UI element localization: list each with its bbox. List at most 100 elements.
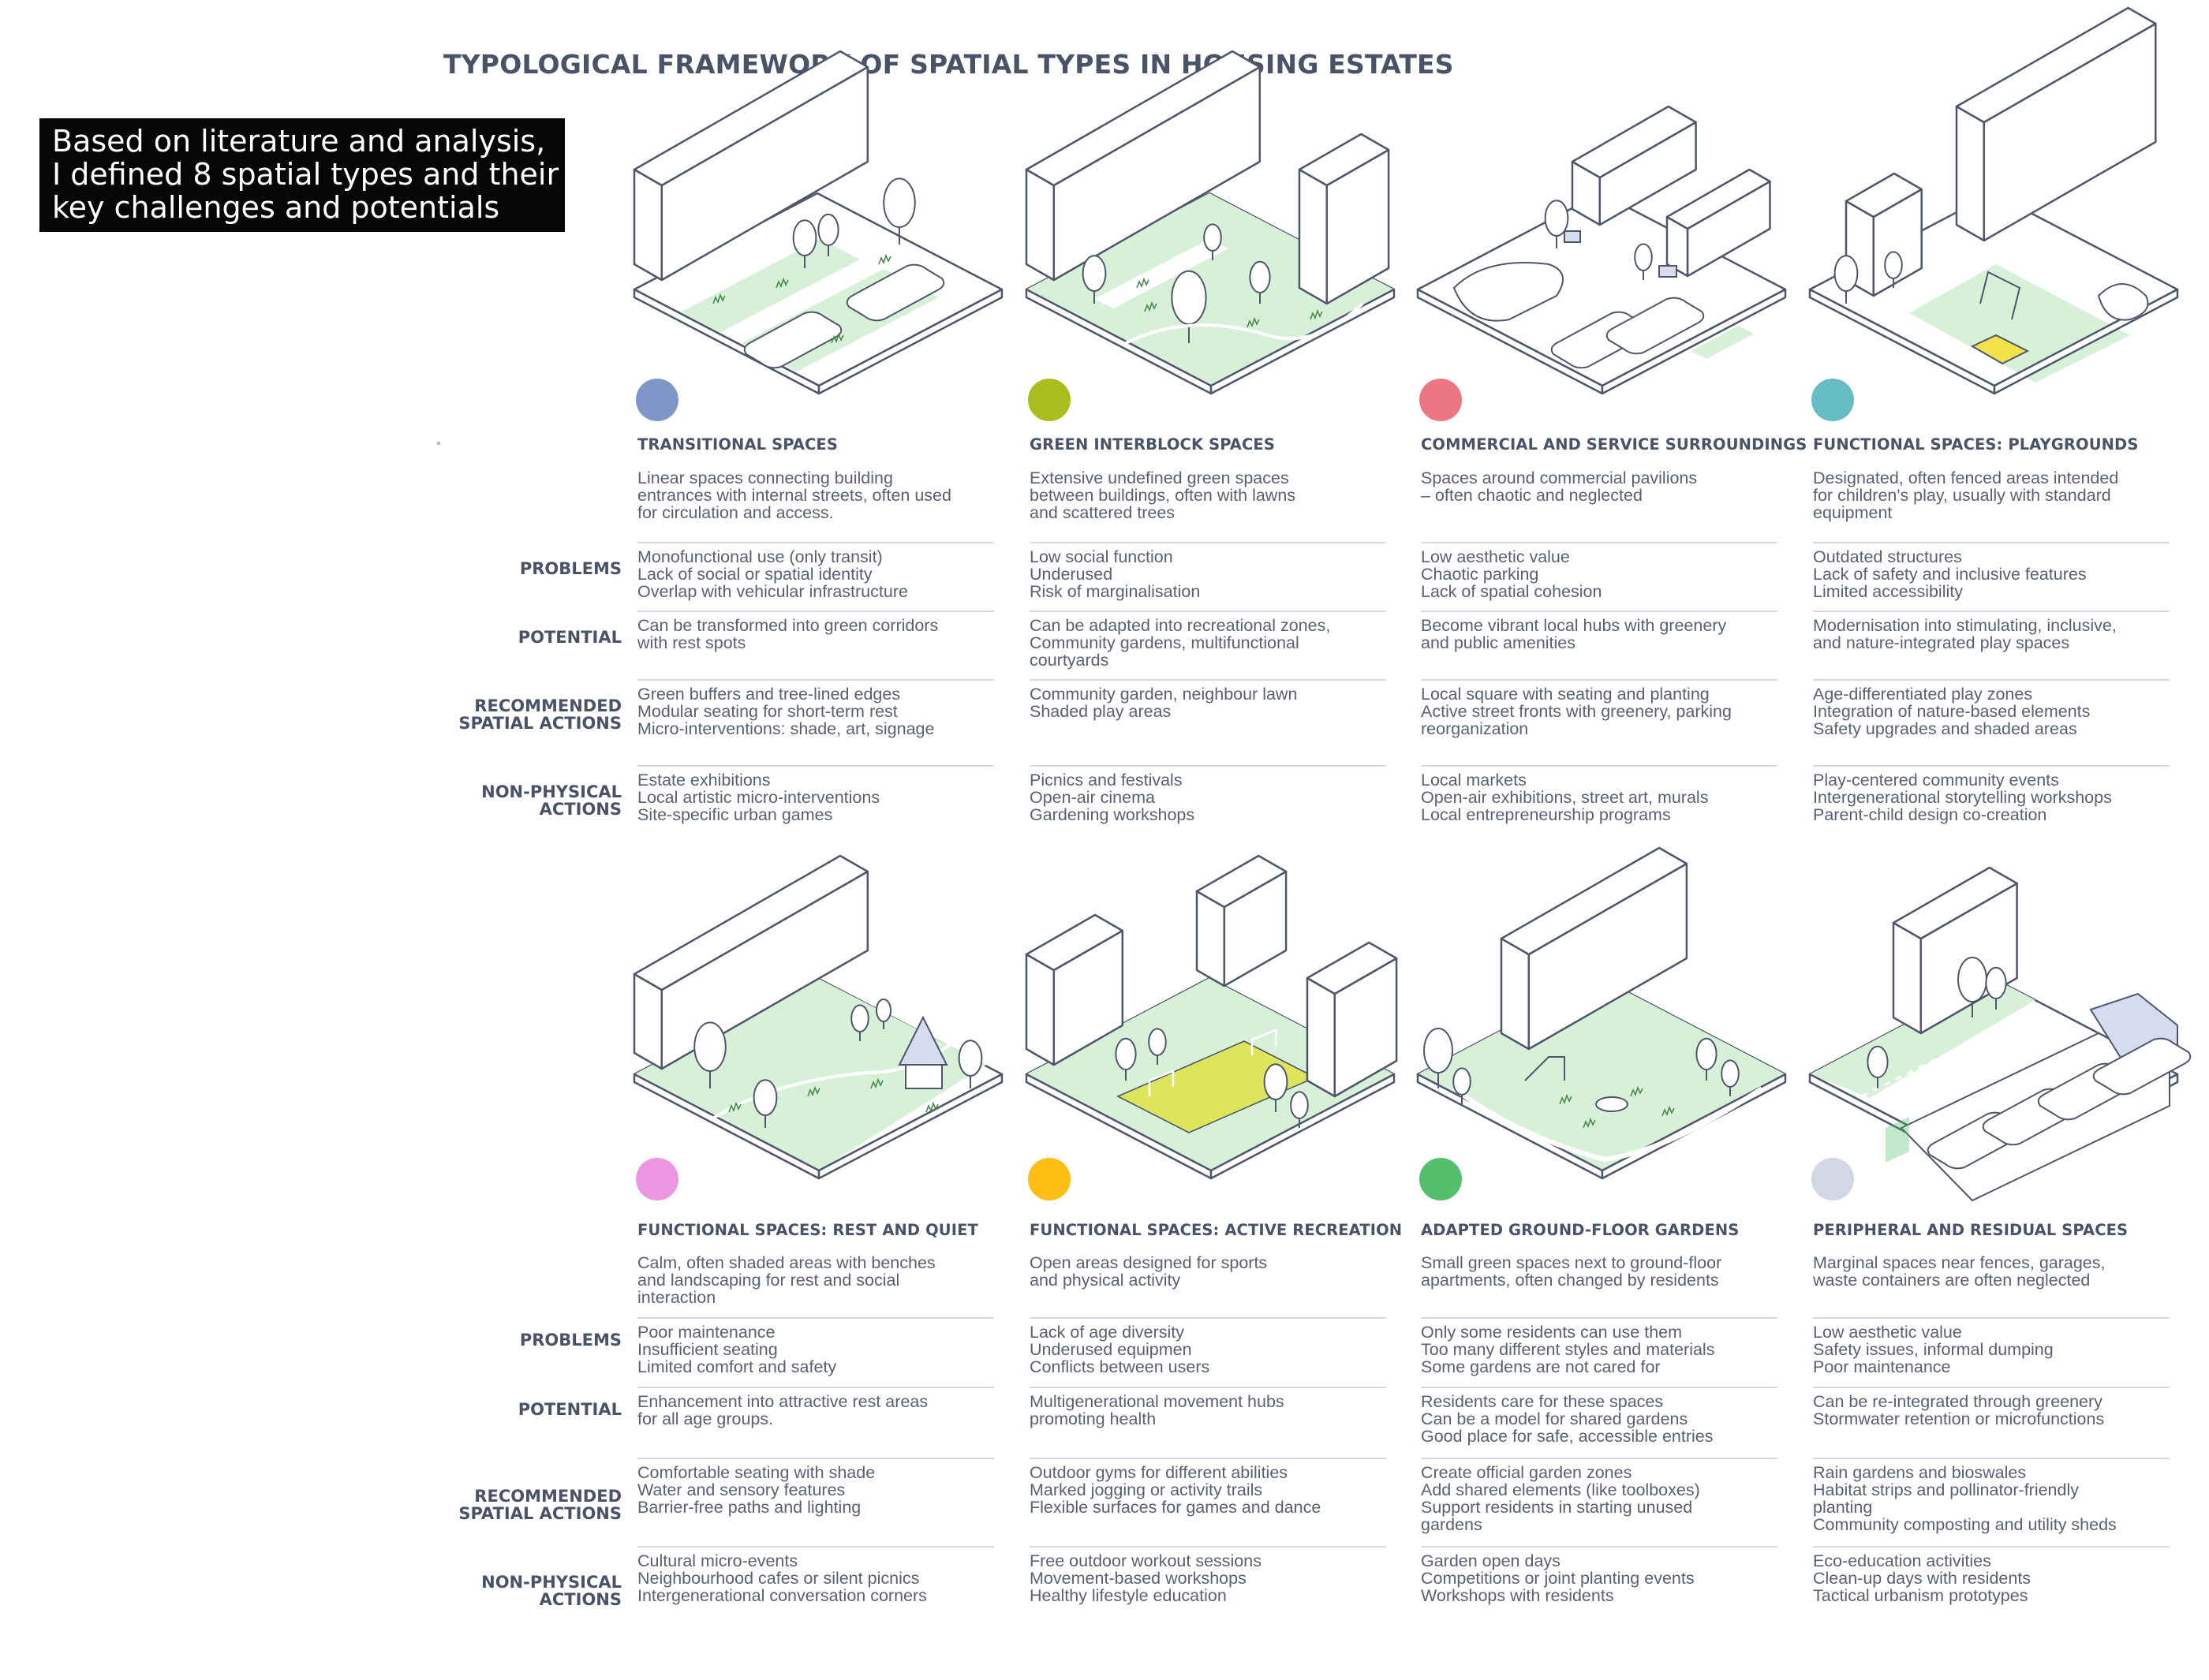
nonphysical-actions-line: Competitions or joint planting events [1421, 1569, 1695, 1588]
description-line: apartments, often changed by residents [1421, 1271, 1719, 1290]
recommended-actions-line: Create official garden zones [1421, 1463, 1632, 1482]
page-title: TYPOLOGICAL FRAMEWORK OF SPATIAL TYPES I… [443, 49, 1454, 80]
intro-line: Based on literature and analysis, [52, 124, 546, 159]
recommended-actions-line: Marked jogging or activity trails [1030, 1480, 1263, 1499]
intro-line: I defined 8 spatial types and their [52, 157, 559, 192]
problems-line: Insufficient seating [637, 1340, 778, 1359]
description-line: – often chaotic and neglected [1421, 486, 1643, 505]
nonphysical-actions-line: Play-centered community events [1813, 771, 2059, 790]
problems-line: Poor maintenance [1813, 1357, 1951, 1376]
problems-line: Only some residents can use them [1421, 1323, 1683, 1342]
potential-line: courtyards [1030, 651, 1109, 670]
recommended-actions-line: Safety upgrades and shaded areas [1813, 719, 2077, 738]
card-title: ADAPTED GROUND-FLOOR GARDENS [1421, 1221, 1740, 1239]
nonphysical-actions-line: Local entrepreneurship programs [1421, 805, 1671, 824]
problems-line: Lack of safety and inclusive features [1813, 565, 2087, 584]
potential-line: Become vibrant local hubs with greenery [1421, 616, 1727, 635]
potential-line: Modernisation into stimulating, inclusiv… [1813, 616, 2117, 635]
description-line: and scattered trees [1030, 503, 1176, 522]
nonphysical-actions-line: Parent-child design co-creation [1813, 805, 2047, 824]
recommended-actions-line: Shaded play areas [1030, 702, 1172, 721]
problems-line: Outdated structures [1813, 547, 1962, 566]
label-problems: PROBLEMS [519, 1331, 622, 1350]
problems-line: Poor maintenance [637, 1323, 776, 1342]
description-line: and physical activity [1030, 1271, 1181, 1290]
color-dot-icon [1028, 379, 1071, 421]
rest-and-quiet-illustration [633, 854, 1004, 1180]
color-dot-icon [636, 1158, 678, 1200]
spatial-type-card: TRANSITIONAL SPACES Linear spaces connect… [631, 50, 1004, 895]
recommended-actions-line: Micro-interventions: shade, art, signage [637, 719, 935, 738]
description-line: Calm, often shaded areas with benches [637, 1253, 936, 1272]
potential-line: Can be a model for shared gardens [1421, 1409, 1688, 1428]
recommended-actions-line: Age-differentiated play zones [1813, 685, 2033, 704]
recommended-actions-line: Community composting and utility sheds [1813, 1515, 2117, 1534]
problems-line: Low aesthetic value [1421, 547, 1570, 566]
nonphysical-actions-line: Movement-based workshops [1030, 1569, 1247, 1588]
potential-line: and public amenities [1421, 633, 1576, 652]
description-line: Open areas designed for sports [1030, 1253, 1268, 1272]
color-dot-icon [1028, 1158, 1071, 1200]
nonphysical-actions-line: Healthy lifestyle education [1030, 1586, 1227, 1605]
recommended-actions-line: Rain gardens and bioswales [1813, 1463, 2027, 1482]
card-description: Marginal spaces near fences, garages,was… [1813, 1254, 2168, 1289]
nonphysical-actions-line: Free outdoor workout sessions [1030, 1551, 1261, 1570]
recommended-actions-line: reorganization [1421, 719, 1529, 738]
potential-line: promoting health [1030, 1409, 1157, 1428]
problems-line: Chaotic parking [1421, 565, 1539, 584]
recommended-actions-line: Flexible surfaces for games and dance [1030, 1498, 1321, 1517]
potential-line: with rest spots [637, 633, 746, 652]
intro-line: key challenges and potentials [52, 190, 500, 225]
potential-line: Can be adapted into recreational zones, [1030, 616, 1331, 635]
color-dot-icon [636, 379, 678, 421]
recommended-actions-line: Habitat strips and pollinator-friendly [1813, 1480, 2079, 1499]
nonphysical-actions-line: Workshops with residents [1421, 1586, 1614, 1605]
recommended-actions-line: Add shared elements (like toolboxes) [1421, 1480, 1700, 1499]
description-line: waste containers are often neglected [1813, 1271, 2091, 1290]
recommended-actions-line: planting [1813, 1498, 1873, 1517]
active-recreation-illustration [1025, 854, 1398, 1180]
commercial-surroundings-illustration [1416, 105, 1787, 395]
nonphysical-actions-line: Open-air cinema [1030, 788, 1155, 807]
card-title: FUNCTIONAL SPACES: ACTIVE RECREATION [1030, 1221, 1403, 1239]
recommended-actions-line: Support residents in starting unused [1421, 1498, 1693, 1517]
problems-line: Too many different styles and materials [1421, 1340, 1715, 1359]
nonphysical-actions-line: Site-specific urban games [637, 805, 833, 824]
potential-section: Modernisation into stimulating, inclusiv… [1813, 610, 2170, 651]
card-title: TRANSITIONAL SPACES [637, 435, 839, 454]
label-potential: POTENTIAL [518, 1400, 622, 1419]
description-line: Marginal spaces near fences, garages, [1813, 1253, 2106, 1272]
problems-line: Limited accessibility [1813, 582, 1963, 601]
nonphysical-actions-line: Neighbourhood cafes or silent picnics [637, 1569, 920, 1588]
description-line: Extensive undefined green spaces [1030, 469, 1289, 487]
ground-floor-gardens-illustration [1416, 846, 1787, 1180]
transitional-spaces-illustration [633, 50, 1004, 395]
recommended-actions-line: Barrier-free paths and lighting [637, 1498, 862, 1517]
card-title: COMMERCIAL AND SERVICE SURROUNDINGS [1421, 435, 1807, 454]
problems-line: Low aesthetic value [1813, 1323, 1962, 1342]
color-dot-icon [1419, 379, 1462, 421]
problems-line: Safety issues, informal dumping [1813, 1340, 2054, 1359]
stray-mark [437, 442, 440, 445]
description-line: Linear spaces connecting building [637, 469, 893, 487]
nonphysical-actions-line: Clean-up days with residents [1813, 1569, 2031, 1588]
